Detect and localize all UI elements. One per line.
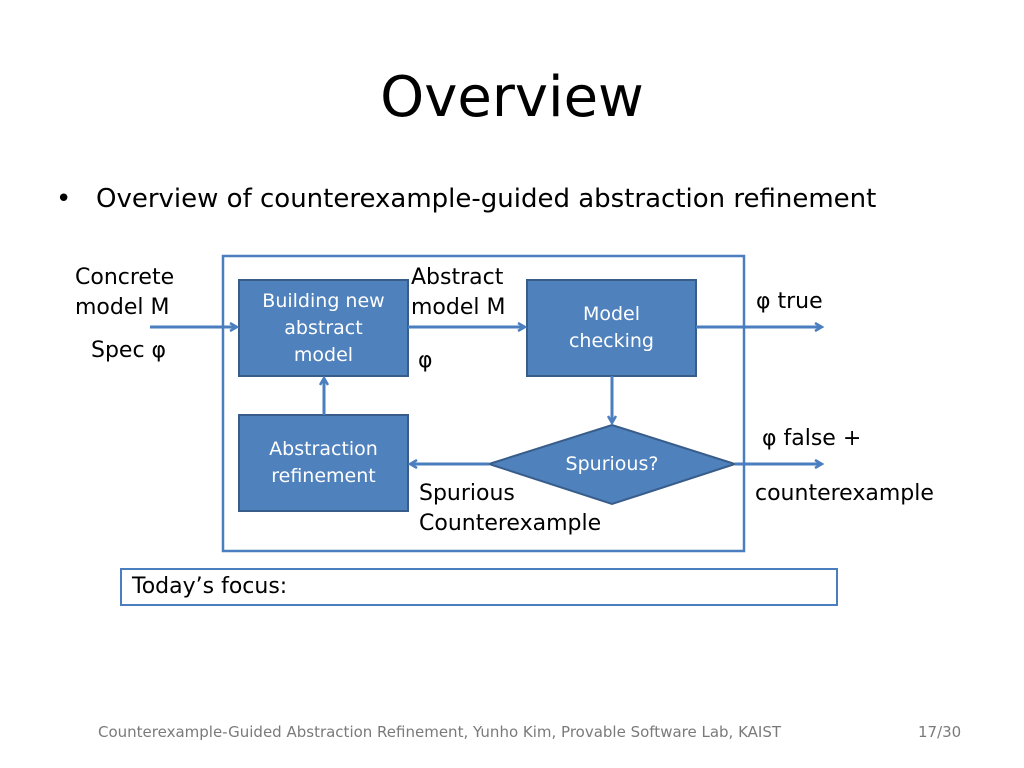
true-result-label: φ true [756,289,823,314]
spurious-label-line2: Counterexample [419,511,602,536]
bullet-marker: • [56,184,72,214]
bullet-item: • Overview of counterexample-guided abstr… [56,182,876,216]
footer-text: Counterexample-Guided Abstraction Refine… [98,723,782,741]
diagram-frame [221,254,746,553]
check-node-line: checking [568,330,654,352]
concrete-label-line2: model M [75,295,170,320]
refine-node-line: refinement [271,465,376,487]
bullet-text: Overview of counterexample-guided abstra… [96,184,877,214]
slide-title: Overview [380,65,644,130]
refine-node [238,414,409,512]
build-node-line: model [293,343,354,366]
build-node-line: Building new [262,289,385,312]
build-node-line: abstract [284,316,363,339]
false-result-label: φ false + [762,426,862,451]
check-node-label: Model checking [527,280,696,376]
abstract-label-line1: Abstract [411,265,504,290]
spurious-label-line1: Spurious [419,481,515,506]
abstract-label-line2: model M [411,295,506,320]
concrete-label-line1: Concrete [75,265,175,290]
refine-node-label: Abstraction refinement [239,415,408,511]
build-node-label: Building new abstract model [239,280,408,376]
focus-label: Today’s focus: [132,574,288,599]
counterexample-label: counterexample [755,481,934,506]
page-number: 17/30 [918,723,962,741]
spurious-node-label: Spurious? [565,452,659,475]
focus-box: Today’s focus: [120,568,838,606]
spec-label: Spec φ [91,338,167,363]
phi-label: φ [418,348,433,373]
check-node-line: Model [582,303,641,325]
refine-node-line: Abstraction [269,438,378,460]
